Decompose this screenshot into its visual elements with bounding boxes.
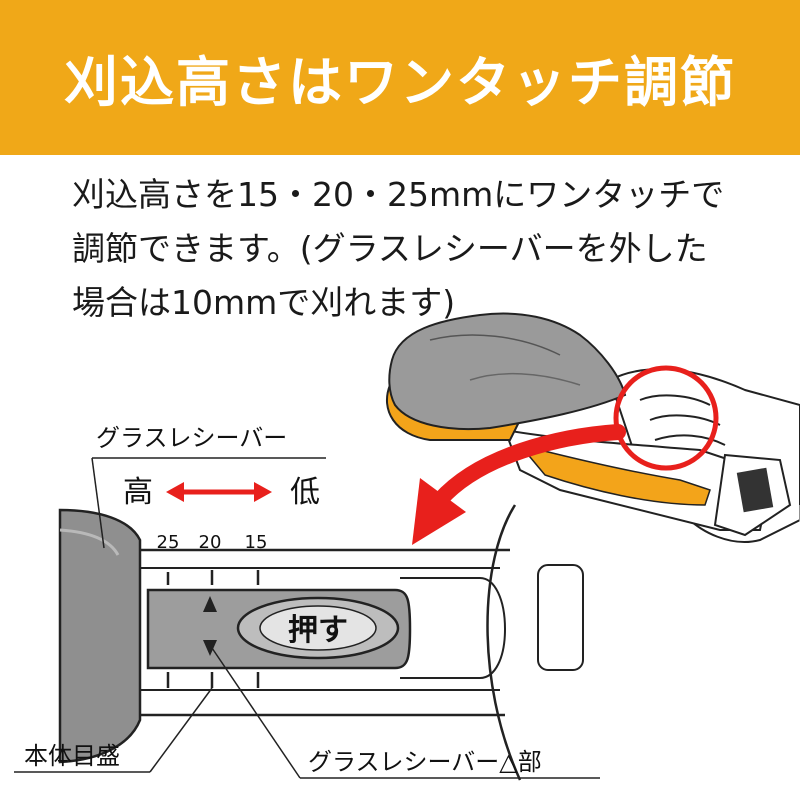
- highlight-circle: [613, 365, 719, 471]
- scale-label-25: 25: [157, 532, 180, 553]
- push-button-label: 押す: [288, 613, 348, 648]
- grass-receiver-label: グラスレシーバー: [96, 424, 287, 452]
- header-banner: [0, 0, 800, 155]
- low-label: 低: [290, 475, 320, 510]
- high-label: 高: [123, 475, 153, 510]
- description: 刈込高さを15・20・25mmにワンタッチで 調節できます。(グラスレシーバーを…: [72, 168, 772, 330]
- page-title: 刈込高さはワンタッチ調節: [64, 51, 736, 114]
- description-line-3: 場合は10mmで刈れます): [72, 283, 456, 322]
- double-arrow-icon: [166, 482, 272, 502]
- triangle-marker: [203, 596, 217, 612]
- tool-illustration: [385, 312, 800, 543]
- grass-receiver-triangle-label: グラスレシーバー△部: [308, 748, 542, 776]
- scale-label-20: 20: [199, 532, 222, 553]
- description-line-1: 刈込高さを15・20・25mmにワンタッチで: [72, 175, 725, 214]
- zoom-arrow: [412, 424, 626, 545]
- triangle-marker: [203, 640, 217, 656]
- body-scale-label: 本体目盛: [24, 742, 120, 770]
- description-line-2: 調節できます。(グラスレシーバーを外した: [72, 229, 708, 268]
- zoomed-view: 押す 25 20 15 高 低 グラスレシーバー 本体目盛: [14, 424, 800, 781]
- scale-label-15: 15: [245, 532, 268, 553]
